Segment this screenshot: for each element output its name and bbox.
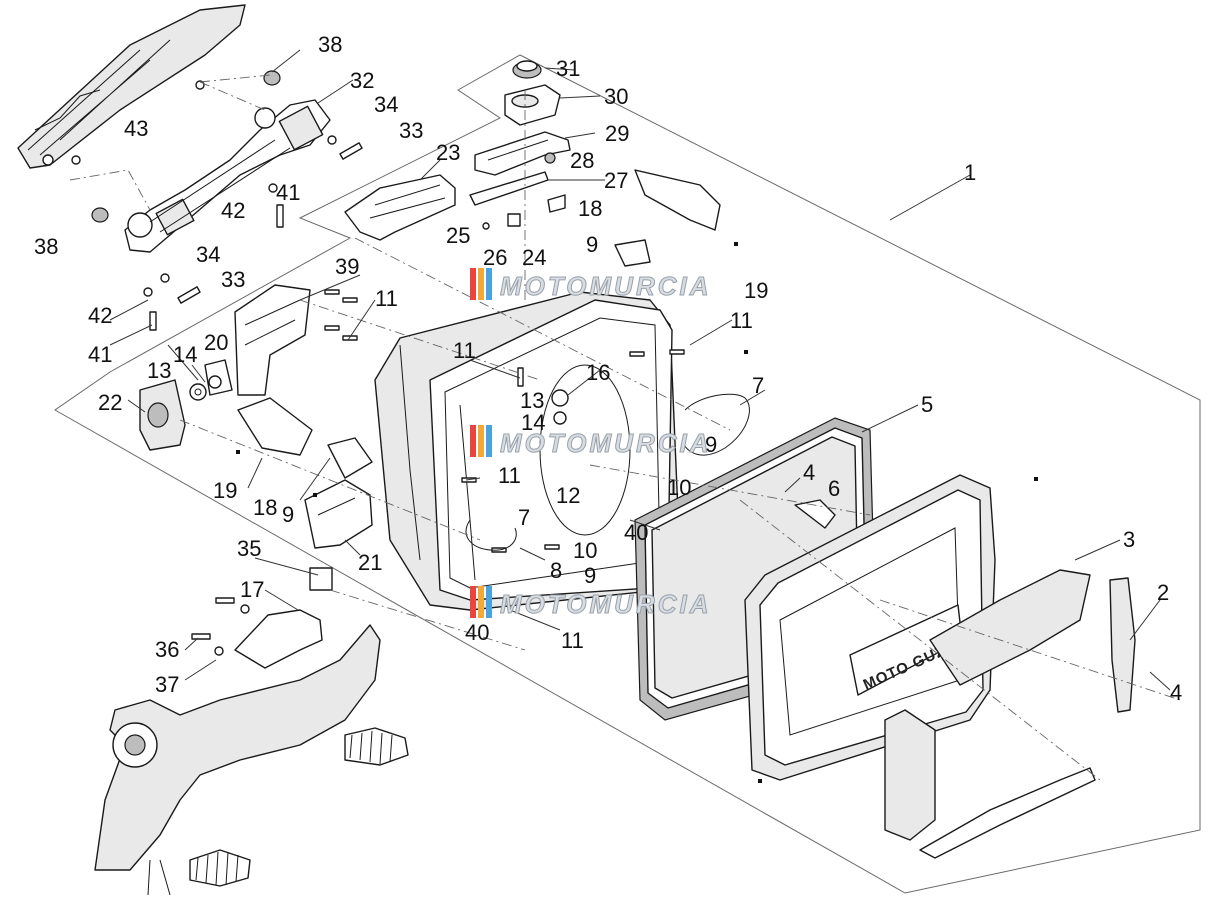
callout-25: 25: [446, 223, 470, 248]
callout-31: 31: [556, 56, 580, 81]
callout-40: 40: [465, 620, 489, 645]
lid-lower-trim: [884, 709, 936, 841]
side-mount-parts: [139, 284, 373, 549]
hinge-plate-6: [794, 499, 836, 529]
lower-mount-bracket: [191, 567, 333, 669]
callout-18: 18: [578, 196, 602, 221]
assembly-frame: [54, 54, 1201, 894]
callout-38: 38: [34, 234, 58, 259]
callout-11: 11: [498, 463, 521, 488]
callout-10: 10: [667, 475, 691, 500]
callout-20: 20: [204, 330, 228, 355]
callout-41: 41: [276, 180, 300, 205]
callout-4: 4: [803, 460, 815, 485]
callout-42: 42: [221, 198, 245, 223]
callout-32: 32: [350, 68, 374, 93]
latch-top: [614, 239, 651, 267]
grommet-lower: [91, 207, 109, 223]
callout-38: 38: [318, 32, 342, 57]
callout-7: 7: [752, 373, 764, 398]
callout-17: 17: [240, 577, 264, 602]
callout-37: 37: [155, 672, 179, 697]
callout-2: 2: [1157, 580, 1169, 605]
callouts: 1 2 3 4 4 5 6 7 7 8 9 9 9 9 10 10 11 11 …: [34, 32, 1182, 705]
callout-8: 8: [550, 558, 562, 583]
callout-1: 1: [964, 160, 976, 185]
pannier-case-body: [374, 291, 681, 611]
callout-7: 7: [518, 505, 530, 530]
callout-27: 27: [604, 168, 628, 193]
watermark-bottom: MOTOMURCIA: [470, 586, 712, 620]
support-arm: [124, 99, 331, 253]
callout-33: 33: [399, 118, 423, 143]
callout-23: 23: [436, 140, 460, 165]
footpeg-bracket: [94, 624, 409, 896]
seal-cord-upper: [681, 393, 750, 456]
callout-28: 28: [570, 148, 594, 173]
callout-24: 24: [522, 245, 546, 270]
callout-13: 13: [520, 388, 544, 413]
callout-39: 39: [335, 254, 359, 279]
callout-14: 14: [521, 410, 545, 435]
callout-19: 19: [213, 478, 237, 503]
callout-5: 5: [921, 392, 933, 417]
callout-16: 16: [586, 360, 610, 385]
callout-42: 42: [88, 303, 112, 328]
callout-40: 40: [624, 520, 648, 545]
callout-18: 18: [253, 495, 277, 520]
case-screws: [324, 289, 685, 357]
callout-29: 29: [605, 121, 629, 146]
callout-11: 11: [730, 308, 753, 333]
callout-11: 11: [375, 286, 398, 311]
callout-21: 21: [358, 550, 382, 575]
callout-26: 26: [483, 245, 507, 270]
pannier-lid: MOTO GUZZI: [744, 474, 996, 781]
grommet-upper: [263, 70, 281, 86]
callout-41: 41: [88, 342, 112, 367]
callout-11: 11: [453, 338, 476, 363]
reference-markers: [236, 242, 1038, 783]
bottom-rail: [919, 767, 1096, 859]
callout-34: 34: [374, 92, 398, 117]
hinge-plate-top: [634, 169, 721, 231]
side-strip: [1109, 577, 1136, 713]
callout-12: 12: [556, 483, 580, 508]
watermark-top: MOTOMURCIA: [470, 268, 712, 302]
watermark-text: MOTOMURCIA: [500, 589, 712, 619]
leader-lines: [109, 49, 1171, 691]
callout-22: 22: [98, 390, 122, 415]
callout-33: 33: [221, 267, 245, 292]
callout-11: 11: [561, 628, 584, 653]
watermark-middle: MOTOMURCIA: [470, 425, 712, 459]
callout-3: 3: [1123, 527, 1135, 552]
callout-4: 4: [1170, 680, 1182, 705]
callout-6: 6: [828, 476, 840, 501]
lid-hardware: [344, 60, 571, 241]
assembly-axes: [69, 74, 1181, 781]
callout-19: 19: [744, 278, 768, 303]
callout-30: 30: [604, 84, 628, 109]
callout-35: 35: [237, 536, 261, 561]
callout-13: 13: [147, 358, 171, 383]
callout-36: 36: [155, 637, 179, 662]
seal-cord-lower: [465, 519, 517, 551]
callout-10: 10: [573, 538, 597, 563]
callout-9: 9: [705, 432, 717, 457]
arm-fasteners: [71, 80, 363, 331]
callout-43: 43: [124, 116, 148, 141]
silencer-guard: [17, 4, 246, 169]
watermark-text: MOTOMURCIA: [500, 428, 712, 458]
callout-14: 14: [173, 342, 197, 367]
callout-34: 34: [196, 242, 220, 267]
callout-9: 9: [584, 563, 596, 588]
callout-9: 9: [282, 502, 294, 527]
watermark-text: MOTOMURCIA: [500, 271, 712, 301]
lid-upper-trim: [929, 569, 1091, 686]
callout-9: 9: [586, 232, 598, 257]
